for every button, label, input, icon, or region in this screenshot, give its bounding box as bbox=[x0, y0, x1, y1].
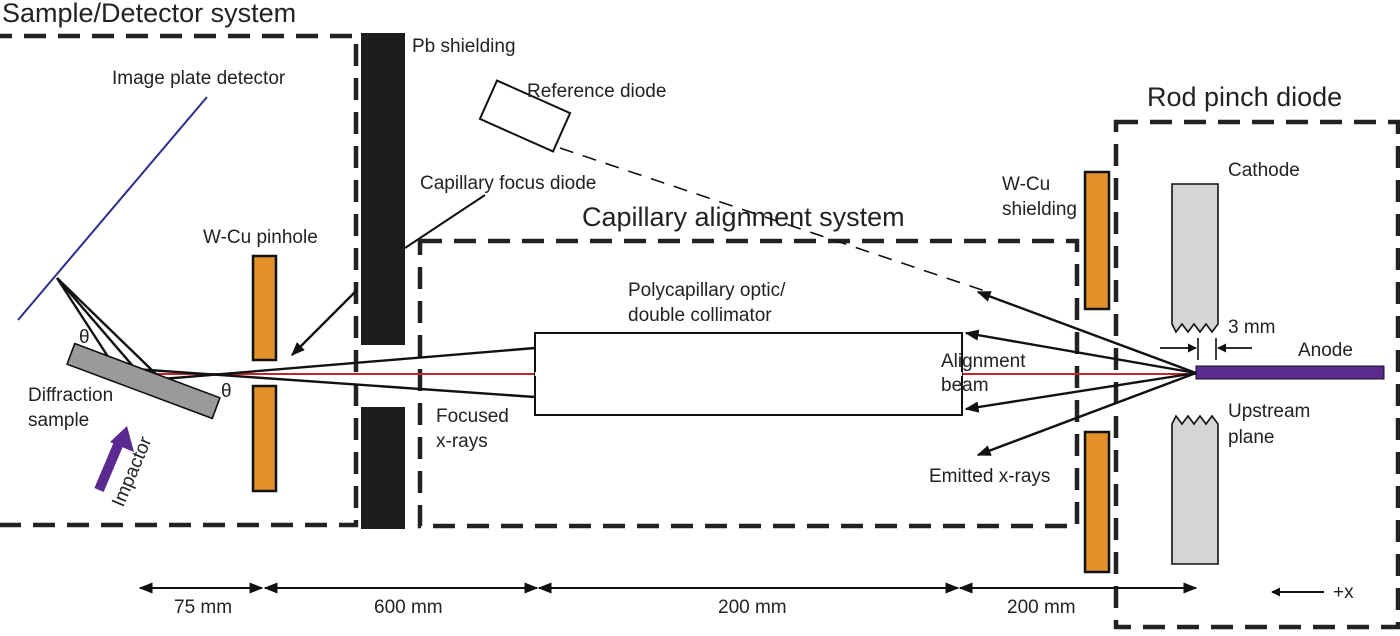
label-wcu-shielding-2: shielding bbox=[1002, 199, 1077, 220]
label-emitted-xrays: Emitted x-rays bbox=[929, 466, 1050, 487]
emitted-ray-4 bbox=[976, 371, 1197, 457]
label-pb-shielding: Pb shielding bbox=[412, 36, 516, 57]
label-upstream-1: Upstream bbox=[1228, 401, 1310, 422]
label-anode: Anode bbox=[1298, 340, 1353, 361]
label-polycapillary-1: Polycapillary optic/ bbox=[628, 280, 786, 301]
label-diffraction-2: sample bbox=[28, 410, 89, 431]
wcu-pinhole-upper bbox=[251, 254, 278, 362]
wcu-shield-upper bbox=[1083, 170, 1111, 311]
label-3mm: 3 mm bbox=[1228, 317, 1276, 338]
label-wcu-shielding-1: W-Cu bbox=[1002, 174, 1050, 195]
capillary-alignment-box bbox=[417, 238, 1080, 529]
emitted-ray-2 bbox=[964, 329, 1197, 375]
label-upstream-2: plane bbox=[1228, 427, 1275, 448]
anode-rod bbox=[1195, 365, 1385, 380]
dim-label-600mm: 600 mm bbox=[374, 597, 443, 618]
label-theta-2: θ bbox=[221, 381, 232, 402]
diffracted-ray-1 bbox=[55, 277, 118, 370]
rod-pinch-box bbox=[1113, 119, 1400, 630]
sample-detector-box bbox=[0, 33, 359, 528]
diffracted-ray-3 bbox=[56, 277, 159, 377]
focus-diode-pointer bbox=[404, 194, 486, 249]
title-rod-pinch: Rod pinch diode bbox=[1147, 82, 1342, 112]
label-cathode: Cathode bbox=[1228, 160, 1300, 181]
focus-diode-arrow bbox=[291, 289, 358, 356]
label-plus-x: +x bbox=[1333, 582, 1354, 603]
label-alignment-1: Alignment bbox=[941, 351, 1026, 372]
reference-line-of-sight bbox=[559, 147, 989, 293]
reference-diode bbox=[478, 79, 572, 153]
title-capillary-system: Capillary alignment system bbox=[582, 202, 905, 232]
label-image-plate: Image plate detector bbox=[112, 68, 286, 89]
diffracted-ray-2 bbox=[56, 277, 139, 373]
label-reference-diode: Reference diode bbox=[527, 81, 666, 102]
pb-shield-lower bbox=[361, 407, 405, 529]
label-wcu-pinhole: W-Cu pinhole bbox=[203, 227, 318, 248]
cathode-lower bbox=[1171, 414, 1219, 565]
label-alignment-2: beam bbox=[941, 375, 989, 396]
impactor-arrow-head bbox=[110, 426, 134, 452]
label-diffraction-1: Diffraction bbox=[28, 385, 113, 406]
image-plate-detector bbox=[17, 96, 208, 321]
impactor-arrow-shaft bbox=[94, 436, 126, 492]
label-focused-2: x-rays bbox=[436, 431, 488, 452]
focused-ray-lower bbox=[119, 366, 536, 399]
label-focused-1: Focused bbox=[436, 406, 509, 427]
label-polycapillary-2: double collimator bbox=[628, 305, 772, 326]
label-theta-1: θ bbox=[79, 327, 90, 348]
diffraction-sample bbox=[66, 342, 221, 420]
emitted-ray-3 bbox=[964, 371, 1197, 413]
cathode-upper bbox=[1171, 183, 1219, 334]
dim-label-200mm-a: 200 mm bbox=[718, 597, 787, 618]
label-capillary-focus-diode: Capillary focus diode bbox=[420, 173, 596, 194]
dim-label-200mm-b: 200 mm bbox=[1007, 597, 1076, 618]
title-sample-detector: Sample/Detector system bbox=[2, 0, 296, 28]
emitted-ray-1 bbox=[976, 290, 1197, 375]
wcu-pinhole-lower bbox=[251, 384, 278, 493]
pb-shield-upper bbox=[361, 33, 405, 345]
dim-label-75mm: 75 mm bbox=[174, 597, 232, 618]
wcu-shield-lower bbox=[1083, 430, 1111, 574]
